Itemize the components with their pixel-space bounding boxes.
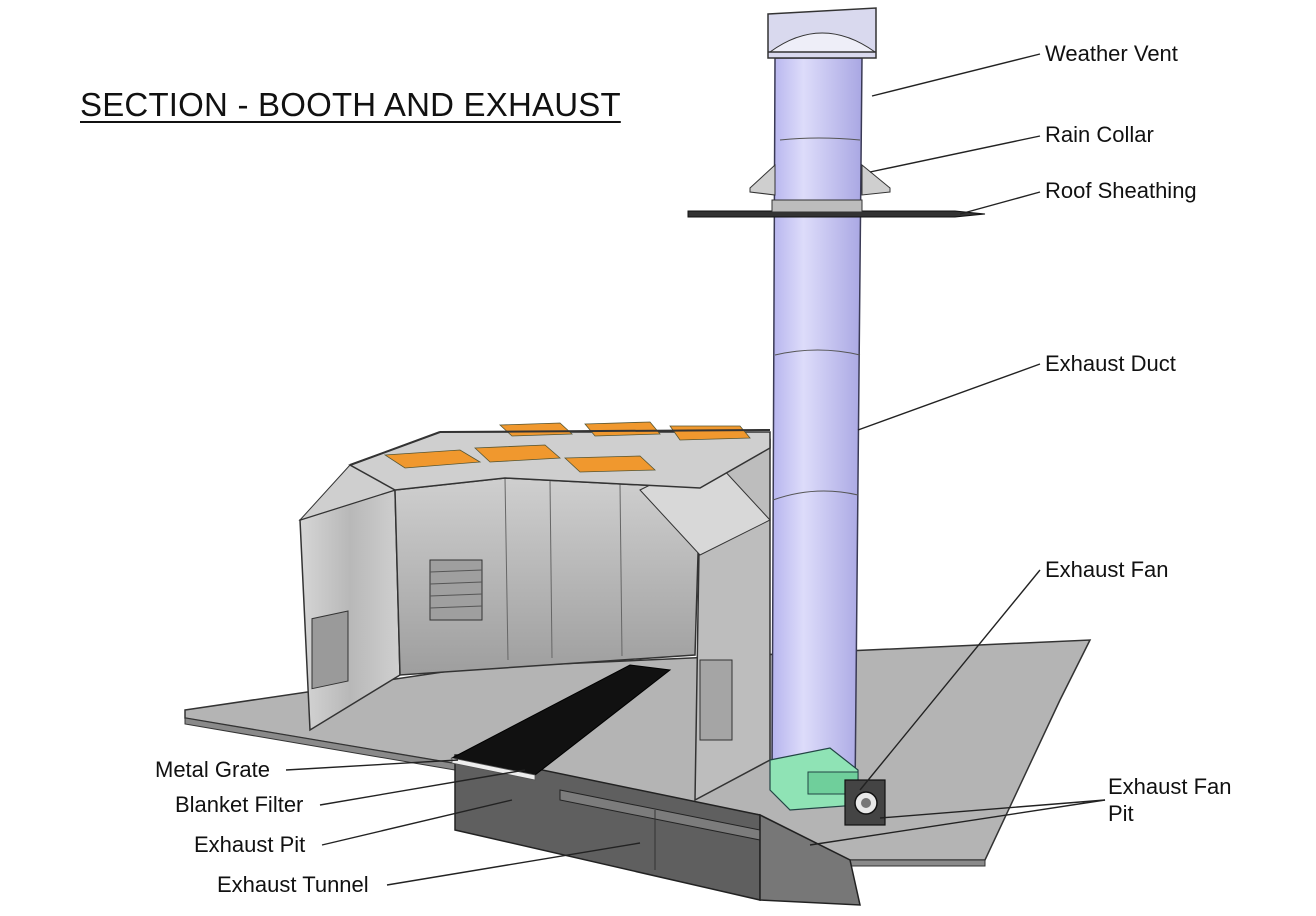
exhaust-duct bbox=[771, 57, 863, 798]
label-weather-vent: Weather Vent bbox=[1045, 41, 1178, 66]
roof-sheathing bbox=[687, 199, 986, 218]
metal-grate bbox=[450, 664, 672, 781]
leader-lines bbox=[285, 53, 1106, 886]
label-blanket-filter: Blanket Filter bbox=[175, 792, 304, 817]
label-metal-grate: Metal Grate bbox=[155, 757, 270, 782]
label-roof-sheathing: Roof Sheathing bbox=[1045, 178, 1197, 203]
label-exhaust-fan-pit-line1: Exhaust Fan bbox=[1108, 774, 1232, 799]
label-exhaust-pit: Exhaust Pit bbox=[194, 832, 306, 857]
booth-left-wall bbox=[298, 464, 401, 732]
booth-roof bbox=[348, 421, 771, 491]
label-exhaust-fan: Exhaust Fan bbox=[1045, 557, 1169, 582]
label-exhaust-tunnel: Exhaust Tunnel bbox=[217, 872, 369, 897]
label-exhaust-duct: Exhaust Duct bbox=[1045, 351, 1176, 376]
diagram-title: SECTION - BOOTH AND EXHAUST bbox=[80, 86, 621, 123]
booth-back-wall bbox=[394, 477, 701, 676]
label-exhaust-fan-pit-line2: Pit bbox=[1108, 801, 1134, 826]
exhaust-fan bbox=[769, 747, 886, 826]
rain-collar bbox=[749, 163, 891, 196]
weather-vent bbox=[767, 7, 877, 59]
label-rain-collar: Rain Collar bbox=[1045, 122, 1154, 147]
exhaust-pit bbox=[454, 754, 861, 906]
